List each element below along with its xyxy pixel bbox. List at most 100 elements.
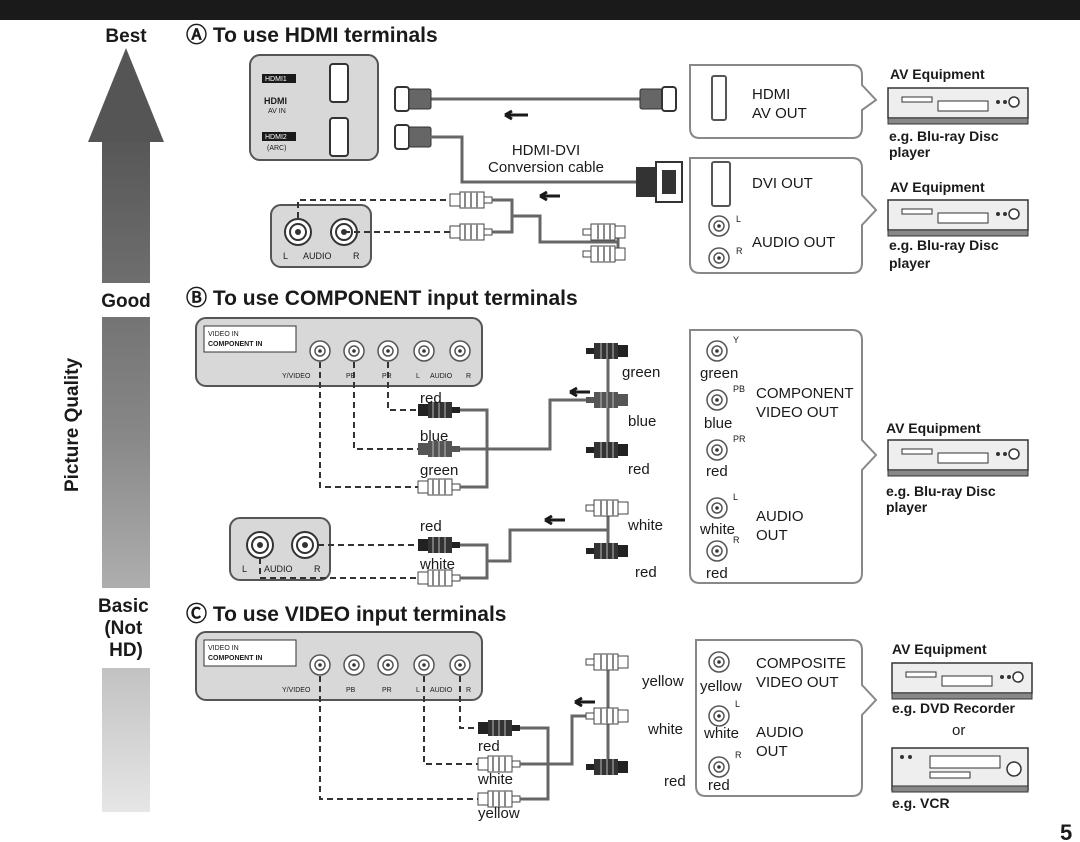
component-cable [460, 349, 628, 489]
signal-arrow-video [574, 696, 595, 708]
dvi-l-label: L [736, 214, 741, 224]
top-bar [0, 0, 1080, 20]
jack-r-label-c: R [735, 750, 742, 760]
hdmi-source-device: HDMI AV OUT [689, 64, 878, 139]
audio-l-b2: L [242, 564, 247, 574]
hdmi1-port[interactable] [329, 63, 349, 103]
hdmi-section-title: Ⓐ To use HDMI terminals [186, 23, 438, 47]
dash-pr [387, 362, 418, 411]
hdmi-dvi-label-2: Conversion cable [488, 159, 604, 176]
audio-b2: AUDIO [264, 564, 293, 574]
audio-c: AUDIO [430, 687, 453, 694]
jack-l-label-c: L [735, 699, 740, 709]
cable-label-red-l: red [420, 390, 442, 407]
video-cable [520, 660, 628, 801]
dev-red-label-c: red [708, 777, 730, 794]
dvi-plug [636, 161, 683, 203]
pb-label-c: PB [346, 687, 356, 694]
video-in-label: VIDEO IN [208, 331, 239, 338]
example-label-1b: player [889, 144, 931, 160]
cable-label-red-rc: red [664, 773, 686, 790]
av-equipment-label-3: AV Equipment [886, 420, 981, 436]
hdmi-plug-right [639, 86, 677, 112]
audio-b: AUDIO [430, 373, 453, 380]
basic-line-2: (Not [104, 618, 143, 639]
hdmi-dvi-cable [430, 135, 636, 184]
cable-label-red-ra: red [635, 564, 657, 581]
signal-arrow-audio-b [544, 514, 565, 526]
cable-label-red-a: red [420, 518, 442, 535]
cable-label-green-r: green [622, 364, 660, 381]
quality-arrow [88, 48, 164, 812]
hdmi-dvi-label-1: HDMI-DVI [512, 142, 580, 159]
component-out-1: COMPONENT [756, 385, 854, 402]
jack-pr-label: PR [733, 434, 746, 444]
hdmi1-label: HDMI1 [265, 76, 287, 83]
page-number: 5 [1060, 820, 1072, 842]
dev-green-label: green [700, 365, 738, 382]
cable-label-yellow-r: yellow [642, 673, 684, 690]
dash-c-l [423, 676, 478, 765]
hdmi-audio-panel: L AUDIO R [270, 204, 372, 268]
signal-arrow-hdmi [504, 109, 528, 121]
av-equipment-label-4: AV Equipment [892, 641, 987, 657]
audio-dash-l [297, 199, 450, 218]
pr-label-c: PR [382, 687, 392, 694]
hdmi-logo: HDMI [264, 96, 287, 106]
audio-out-c-2: OUT [756, 743, 788, 760]
jack-pb-label: PB [733, 384, 745, 394]
hdmi2-label: HDMI2 [265, 134, 287, 141]
audio-r-b: R [466, 373, 471, 380]
dvi-out-label: DVI OUT [752, 175, 813, 192]
hdmi-plug-left [394, 86, 432, 112]
example-label-3a: e.g. Blu-ray Disc [886, 483, 996, 499]
cable-label-white-a: white [419, 556, 455, 573]
audio-out-b-2: OUT [756, 527, 788, 544]
audio-l-label: L [283, 251, 288, 261]
pr-label: PR [382, 373, 392, 380]
basic-line-3: HD) [109, 640, 143, 661]
dash-y [319, 362, 418, 488]
example-label-1a: e.g. Blu-ray Disc [889, 128, 999, 144]
component-audio-panel: L AUDIO R [229, 517, 331, 581]
cable-label-red-c: red [478, 738, 500, 755]
audio-r-b2: R [314, 564, 321, 574]
cable-label-white-c: white [477, 771, 513, 788]
dev-blue-label: blue [704, 415, 732, 432]
audio-out-c-1: AUDIO [756, 724, 804, 741]
component-in-label: COMPONENT IN [208, 341, 262, 348]
example-label-3b: player [886, 499, 928, 515]
arc-label: (ARC) [267, 145, 286, 152]
vcr-device [891, 747, 1029, 793]
example-label-4a: e.g. DVD Recorder [892, 700, 1015, 716]
audio-l-c: L [416, 687, 420, 694]
hdmi2-port[interactable] [329, 117, 349, 157]
av-in-label: AV IN [268, 108, 286, 115]
cable-label-yellow-c: yellow [478, 805, 520, 822]
audio-out-label-a: AUDIO OUT [752, 234, 835, 251]
av-equipment-label-2: AV Equipment [890, 179, 985, 195]
example-label-2a: e.g. Blu-ray Disc [889, 237, 999, 253]
dev-white-label-c: white [703, 725, 739, 742]
component-section-title: Ⓑ To use COMPONENT input terminals [186, 286, 578, 310]
component-tv-panel: VIDEO IN COMPONENT IN Y/VIDEO PB PR L AU… [195, 317, 483, 387]
audio-label: AUDIO [303, 251, 332, 261]
dvi-source-device: L R DVI OUT AUDIO OUT [689, 157, 878, 274]
composite-out-2: VIDEO OUT [756, 674, 839, 691]
audio-r-label: R [353, 251, 360, 261]
audio-out-b-1: AUDIO [756, 508, 804, 525]
good-label: Good [101, 291, 151, 312]
dvi-r-label: R [736, 246, 743, 256]
video-source-device: L R yellow white red COMPOSITE VIDEO OUT… [695, 639, 878, 797]
yvideo-label: Y/VIDEO [282, 373, 311, 380]
signal-arrow-component [569, 386, 590, 398]
component-out-2: VIDEO OUT [756, 404, 839, 421]
jack-r-label: R [733, 535, 740, 545]
basic-label: Basic (Not HD) [98, 596, 154, 661]
cable-label-blue-r: blue [628, 413, 656, 430]
example-label-2b: player [889, 255, 931, 271]
yvideo-label-c: Y/VIDEO [282, 687, 311, 694]
dash-c-r [459, 676, 478, 729]
jack-l-label: L [733, 492, 738, 502]
av-equipment-label-1: AV Equipment [890, 66, 985, 82]
